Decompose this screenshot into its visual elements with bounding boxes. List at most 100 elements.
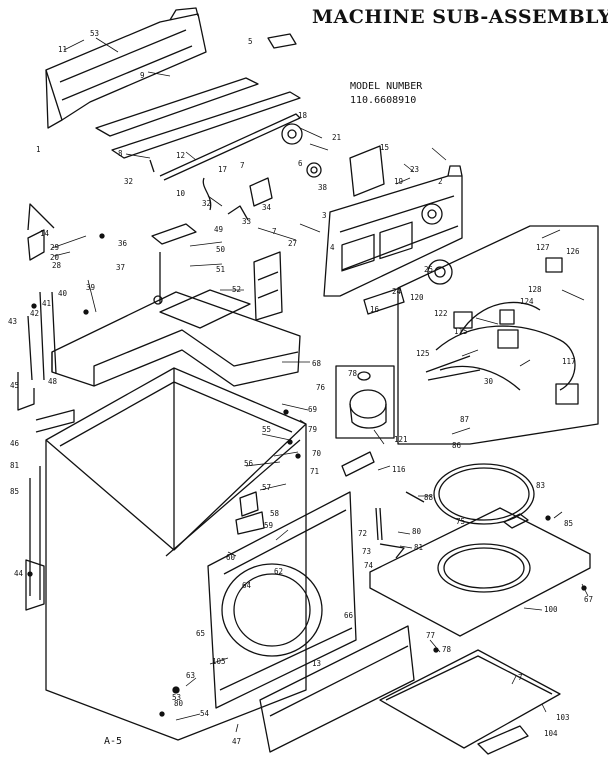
callout-81a: 81 xyxy=(10,461,19,470)
callout-80a: 80 xyxy=(412,527,422,536)
callout-87: 87 xyxy=(460,415,469,424)
callout-12: 12 xyxy=(176,151,185,160)
callout-21: 21 xyxy=(332,133,341,142)
callout-126: 126 xyxy=(566,247,580,256)
callout-32a: 32 xyxy=(124,177,133,186)
callout-104: 104 xyxy=(544,729,558,738)
callout-59: 59 xyxy=(264,521,273,530)
callout-34: 34 xyxy=(262,203,272,212)
callout-100: 100 xyxy=(544,605,558,614)
callout-42: 42 xyxy=(30,309,39,318)
callout-28: 28 xyxy=(52,261,62,270)
model-number: 110.6608910 xyxy=(350,95,417,106)
callout-69: 69 xyxy=(308,405,317,414)
callout-55: 55 xyxy=(262,425,271,434)
callout-73: 73 xyxy=(362,547,371,556)
side-clips xyxy=(17,203,75,433)
callout-5: 5 xyxy=(248,37,253,46)
callout-37: 37 xyxy=(116,263,125,272)
callout-45: 45 xyxy=(10,381,19,390)
console-back-panel xyxy=(45,7,207,129)
callout-39: 39 xyxy=(86,283,95,292)
control-panel xyxy=(323,145,463,297)
callout-10: 10 xyxy=(176,189,186,198)
callout-44: 44 xyxy=(14,569,24,578)
cabinet xyxy=(25,367,307,741)
callout-79: 79 xyxy=(308,425,317,434)
diagram-title: MACHINE SUB-ASSEMBLY xyxy=(312,6,608,28)
callout-105: 105 xyxy=(212,657,226,666)
callout-63: 63 xyxy=(186,671,195,680)
callout-58: 58 xyxy=(270,509,280,518)
fasteners xyxy=(27,233,587,717)
callout-30: 30 xyxy=(484,377,494,386)
callout-125: 125 xyxy=(416,349,430,358)
callout-19: 19 xyxy=(394,177,403,186)
callout-127: 127 xyxy=(536,243,550,252)
callout-120: 120 xyxy=(410,293,424,302)
callout-115: 115 xyxy=(454,327,468,336)
callout-57: 57 xyxy=(262,483,271,492)
callout-76: 76 xyxy=(316,383,326,392)
callout-70: 70 xyxy=(312,449,322,458)
callout-3: 3 xyxy=(322,211,327,220)
callout-117: 117 xyxy=(562,357,576,366)
callout-74: 74 xyxy=(364,561,374,570)
callout-124: 124 xyxy=(520,297,534,306)
callout-7c: 7 xyxy=(518,673,523,682)
callout-7b: 7 xyxy=(272,227,277,236)
callout-128: 128 xyxy=(528,285,542,294)
callout-78b: 78 xyxy=(442,645,452,654)
callout-32b: 32 xyxy=(202,199,211,208)
lid-switch xyxy=(151,223,197,305)
model-number-block: MODEL NUMBER 110.6608910 xyxy=(350,80,422,108)
callout-20: 20 xyxy=(50,253,60,262)
callout-11: 11 xyxy=(58,45,67,54)
callout-85: 85 xyxy=(10,487,19,496)
page-label: A-5 xyxy=(104,736,123,747)
callout-51: 51 xyxy=(216,265,225,274)
callout-52: 52 xyxy=(232,285,241,294)
callout-13: 13 xyxy=(312,659,321,668)
callout-65: 65 xyxy=(196,629,205,638)
console-trim-strips xyxy=(95,77,301,181)
callout-25: 25 xyxy=(424,265,433,274)
callout-122: 122 xyxy=(434,309,448,318)
callout-36: 36 xyxy=(118,239,128,248)
callout-1: 1 xyxy=(36,145,41,154)
callout-68: 68 xyxy=(312,359,322,368)
bleach-dispenser xyxy=(335,365,395,439)
callout-29: 29 xyxy=(50,243,59,252)
toe-panel xyxy=(259,625,415,753)
lid xyxy=(369,507,591,637)
callout-54: 54 xyxy=(200,709,210,718)
callout-2: 2 xyxy=(438,177,443,186)
callout-14: 14 xyxy=(40,229,50,238)
callout-80b: 80 xyxy=(174,699,184,708)
timer-and-switch-parts xyxy=(202,33,322,221)
callout-56: 56 xyxy=(244,459,254,468)
lid-inner-panel xyxy=(379,649,561,755)
callout-71: 71 xyxy=(310,467,319,476)
switch-bracket xyxy=(253,251,283,321)
callout-23: 23 xyxy=(410,165,419,174)
callout-24: 24 xyxy=(392,287,402,296)
top-cover xyxy=(51,289,301,387)
callout-7a: 7 xyxy=(240,161,245,170)
callout-83: 83 xyxy=(536,481,545,490)
callout-labels: 11 53 9 1 8 32 12 10 32 17 33 34 7 5 18 … xyxy=(8,29,593,746)
callout-41: 41 xyxy=(42,299,51,308)
callout-46: 46 xyxy=(10,439,20,448)
callout-86: 86 xyxy=(452,441,462,450)
callout-53: 53 xyxy=(90,29,99,38)
callout-33: 33 xyxy=(242,217,251,226)
callout-18: 18 xyxy=(298,111,308,120)
selector-knob xyxy=(363,259,453,315)
model-label: MODEL NUMBER xyxy=(350,81,423,92)
callout-9: 9 xyxy=(140,71,145,80)
callout-67: 67 xyxy=(584,595,593,604)
callout-40: 40 xyxy=(58,289,68,298)
callout-72: 72 xyxy=(358,529,367,538)
callout-4: 4 xyxy=(330,243,335,252)
